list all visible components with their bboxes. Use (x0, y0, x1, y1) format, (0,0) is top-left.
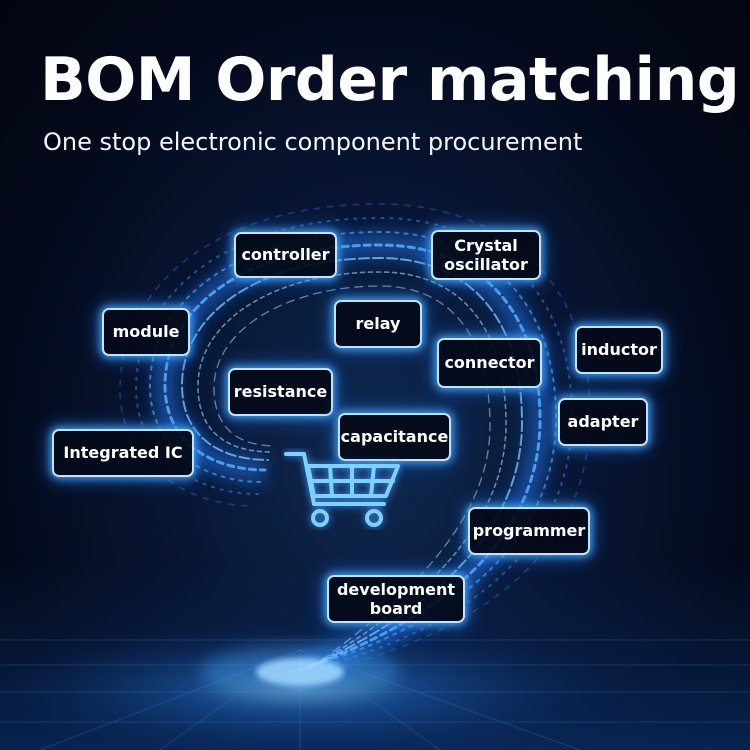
tag-inductor: inductor (575, 326, 663, 374)
tag-connector-label: connector (444, 353, 535, 373)
tag-adapter: adapter (558, 398, 648, 446)
page-subtitle: One stop electronic component procuremen… (43, 128, 583, 156)
tag-module-label: module (112, 322, 180, 342)
tag-adapter-label: adapter (567, 412, 639, 432)
tag-integrated-ic-label: Integrated IC (63, 443, 183, 463)
page-title: BOM Order matching (40, 45, 740, 115)
tag-capacitance: capacitance (338, 413, 451, 461)
tag-development-label-line2: board (369, 599, 423, 618)
tag-relay: relay (334, 300, 422, 348)
tag-development-board: development board (327, 575, 465, 623)
tag-inductor-label: inductor (581, 340, 657, 360)
tag-module: module (102, 308, 190, 356)
tag-connector: connector (437, 338, 542, 388)
tag-programmer: programmer (468, 507, 590, 555)
shopping-cart-icon (284, 452, 400, 527)
tag-programmer-label: programmer (472, 521, 586, 541)
tag-resistance: resistance (228, 368, 333, 416)
tag-relay-label: relay (355, 314, 401, 334)
tag-development-label-line1: development (336, 579, 456, 599)
tag-controller-label: controller (241, 245, 330, 265)
tag-crystal-label-line2: oscillator (444, 255, 528, 274)
tag-resistance-label: resistance (233, 382, 328, 402)
tag-integrated-ic: Integrated IC (52, 429, 194, 477)
tag-crystal-oscillator: Crystal oscillator (431, 230, 541, 280)
tag-crystal-label-line1: Crystal (454, 235, 518, 255)
tag-capacitance-label: capacitance (340, 427, 449, 447)
tag-controller: controller (234, 232, 337, 278)
